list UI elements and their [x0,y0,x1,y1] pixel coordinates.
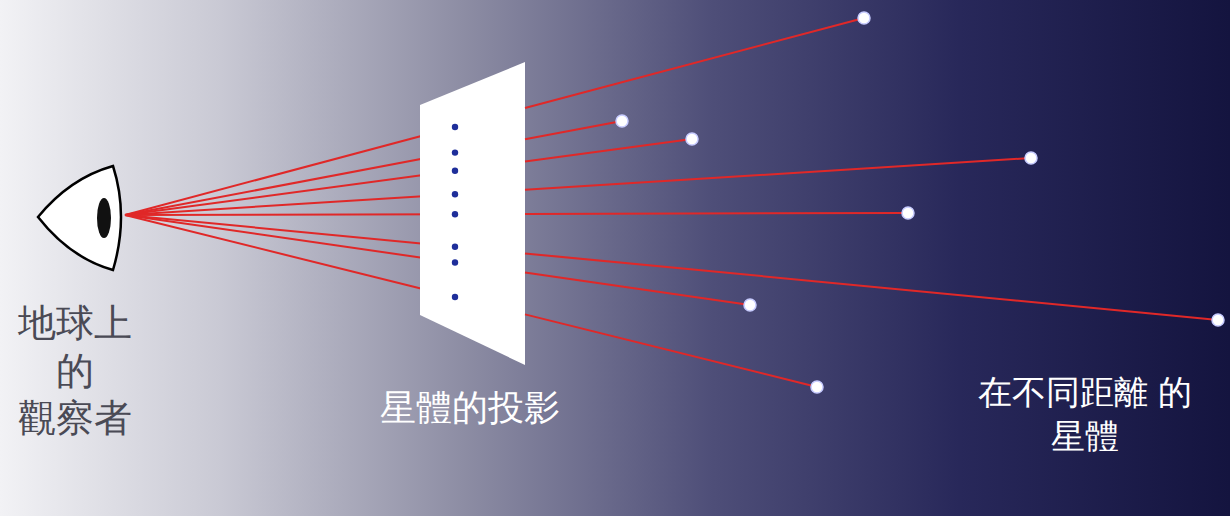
projection-plane [420,62,525,365]
star-lines [525,18,1218,387]
stars [616,12,1224,393]
stars-label: 在不同距離 的 星體 [975,370,1195,458]
observer-label: 地球上 的 觀察者 [4,300,146,443]
projected-dots [452,124,458,300]
projection-label: 星體的投影 [350,385,590,430]
eye-symbol [38,166,121,270]
sight-lines [125,127,455,297]
